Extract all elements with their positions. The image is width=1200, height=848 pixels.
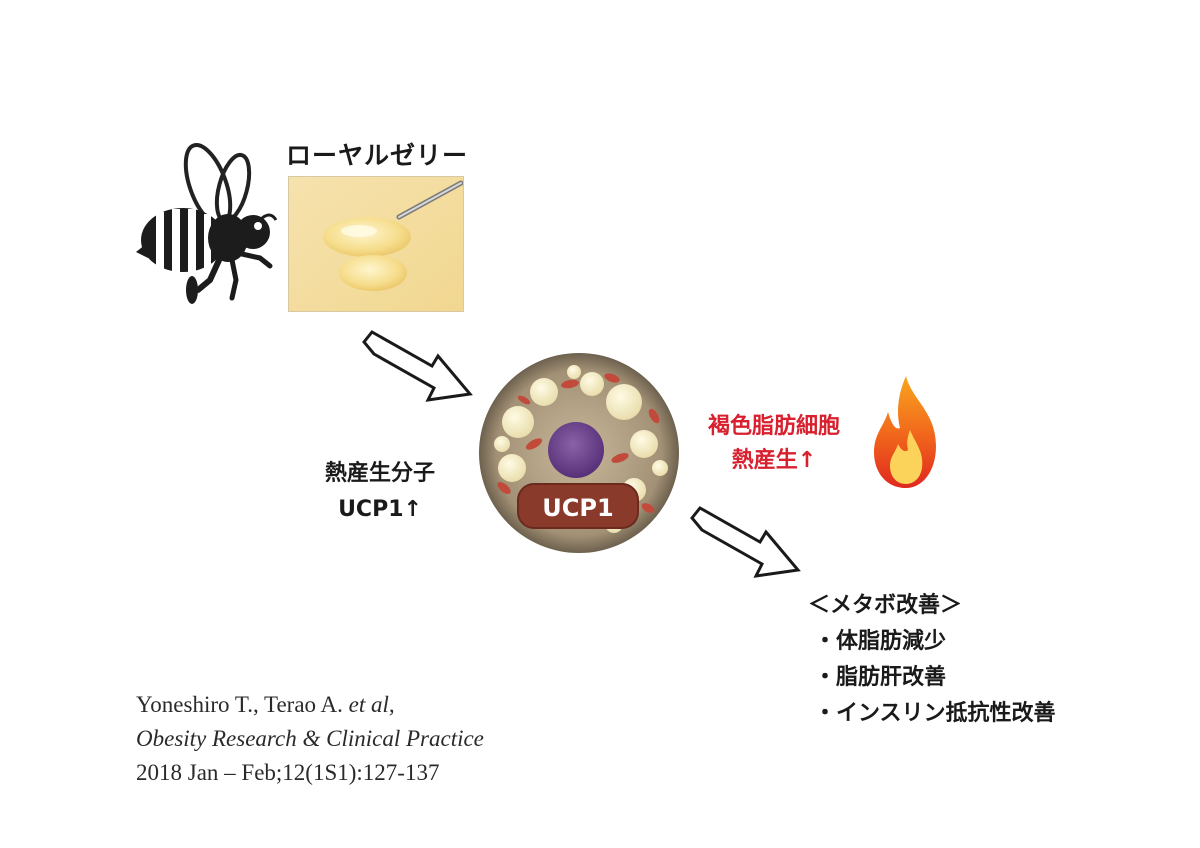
ucp1-label: UCP1: [542, 494, 614, 522]
metabo-heading: ＜メタボ改善＞: [808, 593, 963, 618]
citation: Yoneshiro T., Terao A. et al, Obesity Re…: [136, 688, 484, 790]
brown-adipocyte-cell: [479, 353, 679, 553]
bee-icon: [136, 143, 278, 304]
royal-jelly-image: [288, 176, 464, 312]
list-item: ・体脂肪減少: [814, 629, 947, 654]
citation-issue: 2018 Jan – Feb;12(1S1):127-137: [136, 760, 440, 785]
brown-fat-line2: 熱産生↑: [731, 448, 817, 473]
list-item: ・インスリン抵抗性改善: [814, 701, 1056, 726]
brown-fat-label: 褐色脂肪細胞 熱産生↑: [684, 410, 864, 478]
metabo-list: ＜メタボ改善＞ ・体脂肪減少 ・脂肪肝改善 ・インスリン抵抗性改善: [808, 588, 1056, 732]
arrow-icon: [690, 506, 801, 578]
heat-molecule-label: 熱産生分子 UCP1↑: [300, 456, 460, 528]
citation-journal: Obesity Research & Clinical Practice: [136, 726, 484, 751]
royal-jelly-title: ローヤルゼリー: [286, 141, 469, 170]
flame-icon: [874, 376, 936, 488]
heat-molecule-line1: 熱産生分子: [324, 461, 435, 486]
brown-fat-line1: 褐色脂肪細胞: [707, 414, 840, 439]
list-item: ・脂肪肝改善: [814, 665, 947, 690]
citation-authors-line: Yoneshiro T., Terao A. et al,: [136, 688, 484, 722]
citation-etal: et al,: [348, 692, 395, 717]
citation-authors: Yoneshiro T., Terao A.: [136, 692, 343, 717]
arrow-icon: [362, 330, 473, 402]
heat-molecule-line2: UCP1↑: [338, 497, 422, 522]
